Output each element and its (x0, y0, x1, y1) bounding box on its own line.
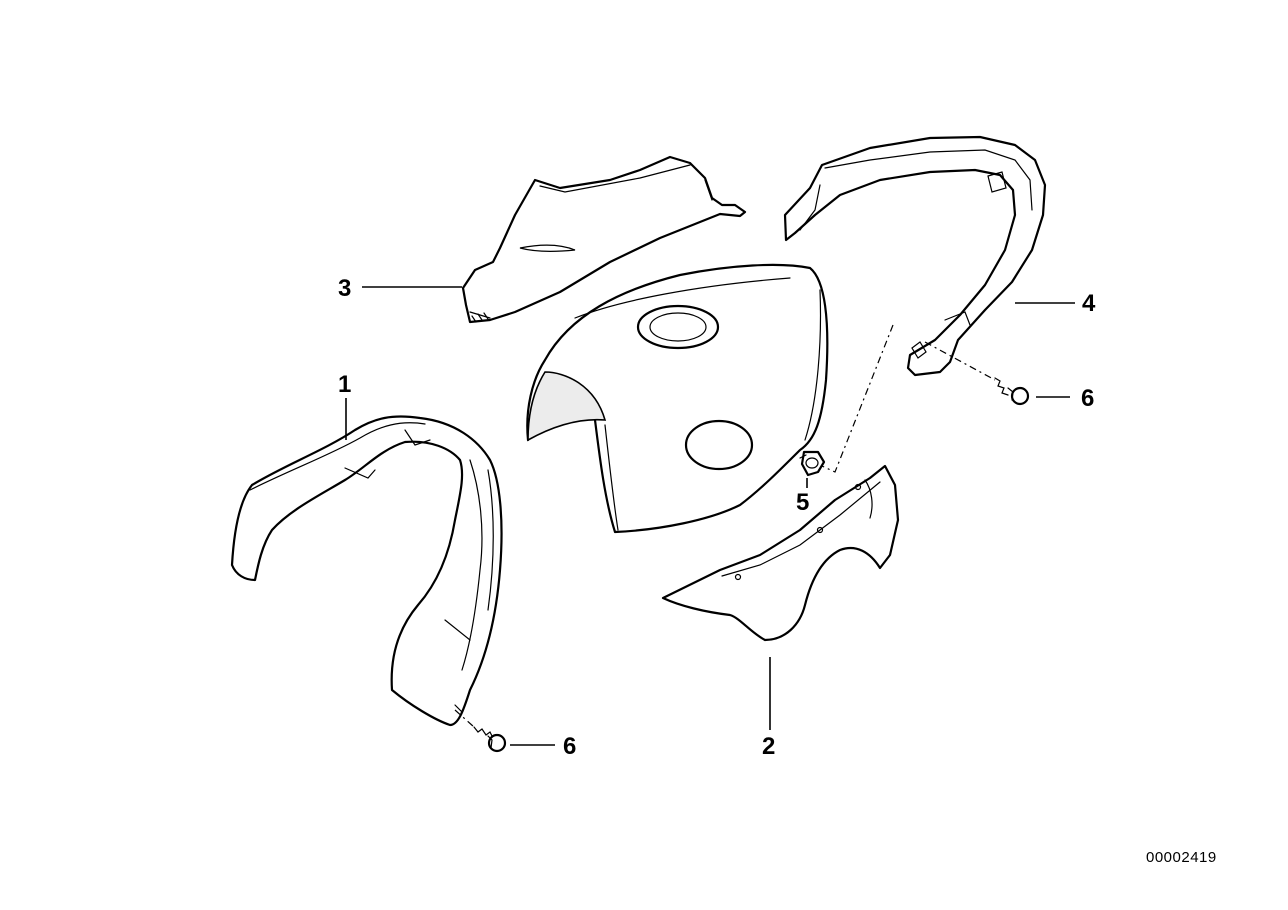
callout-4: 4 (1082, 290, 1096, 317)
part-4-rear-grab-rail (783, 135, 1047, 377)
leader-lines (345, 286, 1075, 746)
callout-3: 3 (338, 275, 351, 302)
callout-5: 5 (796, 489, 809, 516)
part-2-lower-rear-panel (661, 464, 900, 642)
part-center-tank-cover (526, 263, 829, 534)
part-3-front-cover (461, 155, 747, 324)
callout-1: 1 (338, 371, 351, 398)
part-6-screw-right (994, 377, 1030, 406)
document-number: 00002419 (1146, 849, 1217, 866)
part-5-grommet (799, 450, 826, 477)
part-1-left-side-panel (230, 415, 503, 727)
callout-6-right: 6 (1081, 385, 1094, 412)
callout-2: 2 (762, 733, 775, 760)
part-6-screw-left (473, 726, 507, 753)
assembly-lines (454, 324, 996, 728)
callout-6-left: 6 (563, 733, 576, 760)
